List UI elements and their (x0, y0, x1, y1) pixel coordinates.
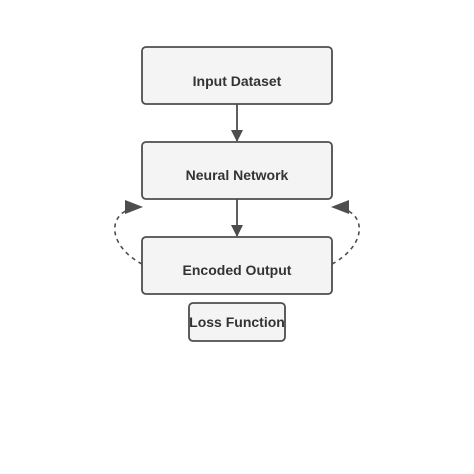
node-neural-network[interactable]: Neural Network (141, 141, 333, 200)
node-encoded-output[interactable]: Encoded Output (141, 236, 333, 295)
feedback-loop-right (331, 200, 360, 265)
node-encoded-output-label: Encoded Output (183, 262, 292, 278)
node-loss-function-label: Loss Function (189, 314, 285, 330)
feedback-loop-left (114, 200, 143, 265)
node-neural-network-label: Neural Network (186, 167, 289, 183)
node-input-dataset[interactable]: Input Dataset (141, 46, 333, 105)
node-input-dataset-label: Input Dataset (193, 73, 282, 89)
node-loss-function[interactable]: Loss Function (188, 302, 286, 342)
